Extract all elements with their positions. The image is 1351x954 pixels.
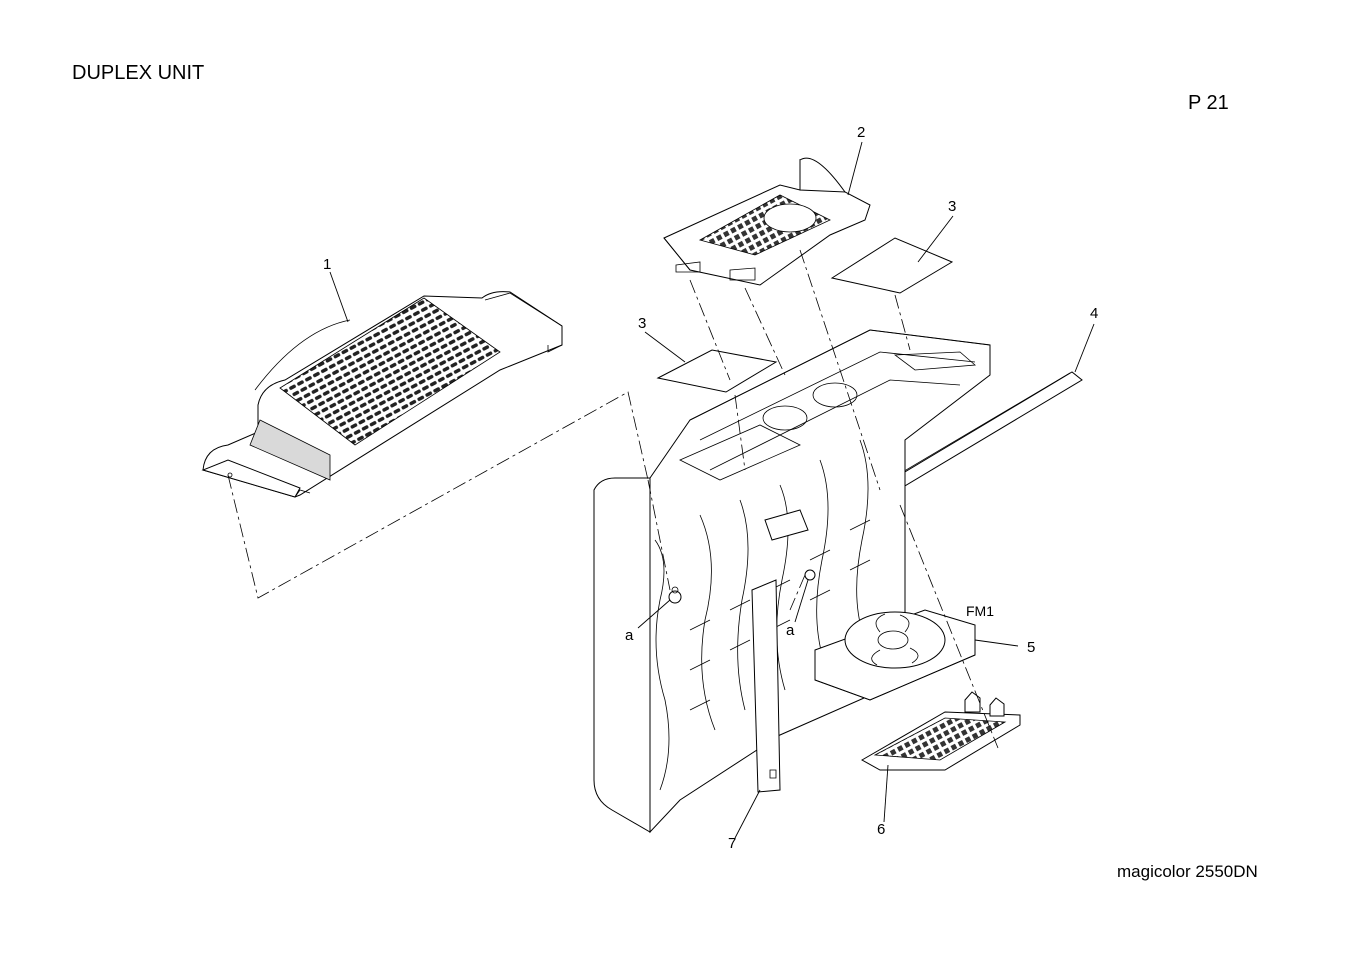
callout-7: 7 [728, 835, 736, 852]
callout-3-left: 3 [638, 315, 646, 332]
callout-5: 5 [1027, 639, 1035, 656]
callout-6: 6 [877, 821, 885, 838]
callout-4: 4 [1090, 305, 1098, 322]
callout-fm1: FM1 [966, 603, 994, 619]
part-2-upper-guide [664, 158, 870, 285]
callout-a-right: a [786, 622, 795, 639]
part-1-cover [203, 292, 562, 497]
part-3-sheet-right [832, 238, 952, 293]
callout-3-right: 3 [948, 198, 956, 215]
part-6-lower-guide [862, 692, 1020, 770]
callout-2: 2 [857, 124, 865, 141]
callout-a-left: a [625, 627, 634, 644]
callout-1: 1 [323, 256, 331, 273]
